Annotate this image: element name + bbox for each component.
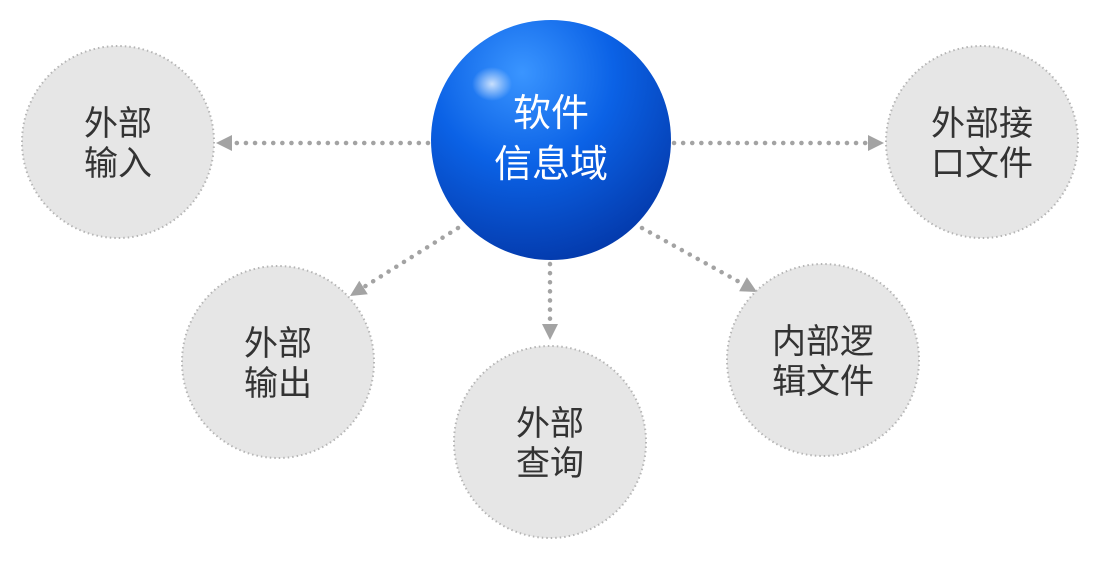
center-node-software-information-domain: 软件 信息域 — [431, 20, 671, 260]
arrow-to-external-query — [542, 261, 558, 340]
center-label-line1: 软件 — [513, 91, 589, 135]
node-label-line2: 口文件 — [931, 144, 1033, 184]
node-external-interface-file: 外部接 口文件 — [885, 45, 1079, 239]
node-circle — [181, 265, 375, 459]
node-internal-logic-file: 内部逻 辑文件 — [726, 263, 920, 457]
node-external-query: 外部 查询 — [453, 345, 647, 539]
node-label-line1: 内部逻 — [772, 322, 874, 362]
node-circle — [21, 45, 215, 239]
node-label-line1: 外部接 — [931, 104, 1033, 144]
node-label-line1: 外部 — [84, 104, 152, 144]
arrowhead-right — [868, 135, 884, 151]
node-label-line1: 外部 — [244, 324, 312, 364]
arrow-line — [361, 225, 461, 290]
arrowhead-down-left — [350, 280, 368, 296]
arrow-to-internal-logic-file — [639, 225, 757, 292]
node-label-line2: 辑文件 — [772, 362, 874, 402]
node-label-line1: 外部 — [516, 404, 584, 444]
arrow-to-external-input — [216, 135, 431, 151]
node-label-line2: 输入 — [84, 144, 152, 184]
node-external-input: 外部 输入 — [21, 45, 215, 239]
node-external-output: 外部 输出 — [181, 265, 375, 459]
center-label-line2: 信息域 — [494, 142, 608, 186]
arrow-to-external-interface-file — [671, 135, 884, 151]
arrowhead-down — [542, 324, 558, 340]
node-label-line2: 输出 — [244, 364, 312, 404]
node-circle — [885, 45, 1079, 239]
node-label-line2: 查询 — [516, 444, 584, 484]
node-circle — [453, 345, 647, 539]
arrow-to-external-output — [350, 225, 461, 296]
arrowhead-left — [216, 135, 232, 151]
center-circle — [431, 20, 671, 260]
arrowhead-down-right — [739, 277, 757, 292]
node-circle — [726, 263, 920, 457]
arrow-line — [639, 225, 746, 287]
center-highlight — [472, 67, 512, 101]
